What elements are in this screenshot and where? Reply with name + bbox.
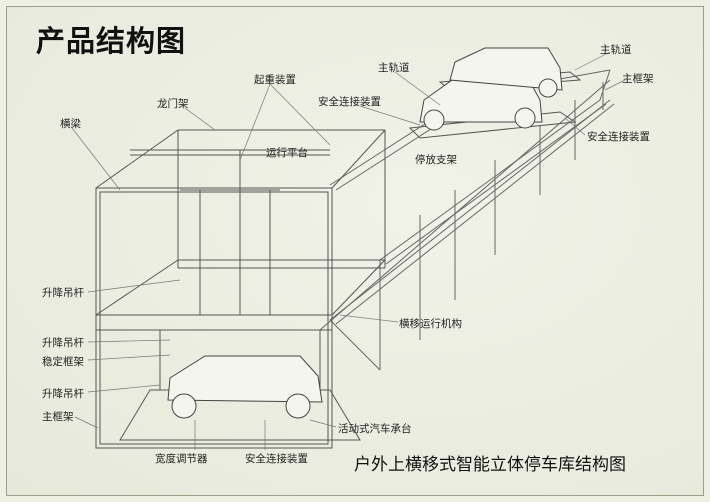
label-stabilizing-frame: 稳定框架 — [42, 356, 84, 368]
label-lift-rod-2: 升降吊杆 — [42, 337, 84, 349]
label-crossbeam: 横梁 — [60, 118, 81, 130]
diagram-caption: 户外上横移式智能立体停车库结构图 — [354, 455, 626, 475]
label-lifting-device: 起重装置 — [254, 74, 296, 86]
label-running-platform: 运行平台 — [266, 147, 308, 159]
diagram-border — [6, 6, 704, 496]
page-title: 产品结构图 — [36, 24, 187, 58]
label-main-frame-right: 主框架 — [622, 73, 654, 85]
label-main-track-top: 主轨道 — [378, 62, 410, 74]
gantry-frame — [95, 129, 386, 449]
label-safety-link-top: 安全连接装置 — [318, 96, 381, 108]
label-main-track-right: 主轨道 — [600, 44, 632, 56]
label-gantry: 龙门架 — [157, 98, 189, 110]
label-width-adjuster: 宽度调节器 — [155, 453, 208, 465]
label-traverse-mechanism: 横移运行机构 — [399, 318, 462, 330]
cars — [167, 47, 563, 419]
leader-lines — [71, 51, 626, 450]
label-main-frame-left: 主框架 — [42, 411, 74, 423]
label-safety-link-right: 安全连接装置 — [587, 131, 650, 143]
label-parking-support: 停放支架 — [415, 154, 457, 166]
label-lift-rod-1: 升降吊杆 — [42, 287, 84, 299]
label-lift-rod-3: 升降吊杆 — [42, 388, 84, 400]
label-movable-car-platform: 活动式汽车承台 — [338, 423, 412, 435]
label-safety-link-bottom: 安全连接装置 — [245, 453, 308, 465]
